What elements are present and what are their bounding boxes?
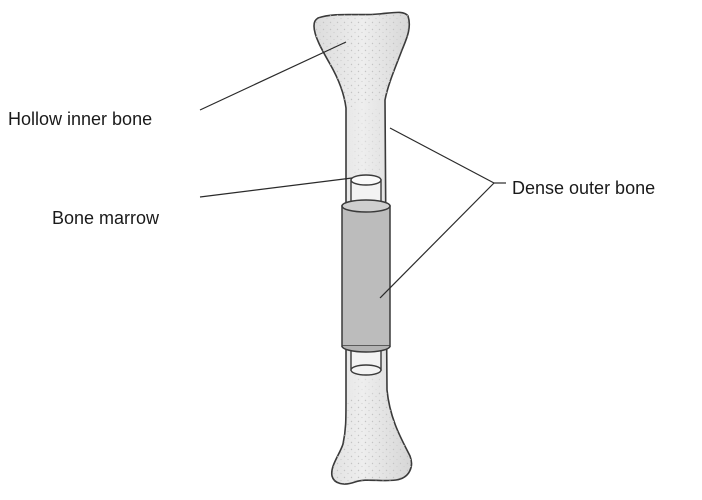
leader-dense-upper (390, 128, 494, 183)
leader-hollow-inner-bone (200, 42, 346, 110)
top-epiphysis-texture (314, 12, 409, 108)
label-dense-outer-bone: Dense outer bone (512, 178, 655, 199)
marrow-top-cap (351, 175, 381, 185)
label-bone-marrow: Bone marrow (52, 208, 159, 229)
marrow-bottom-cap (351, 365, 381, 375)
label-hollow-inner-bone: Hollow inner bone (8, 109, 152, 130)
leader-bone-marrow (200, 178, 352, 197)
leader-dense-lower (380, 183, 494, 298)
dense-band-top-edge (342, 200, 390, 212)
dense-bone-band (342, 206, 390, 346)
